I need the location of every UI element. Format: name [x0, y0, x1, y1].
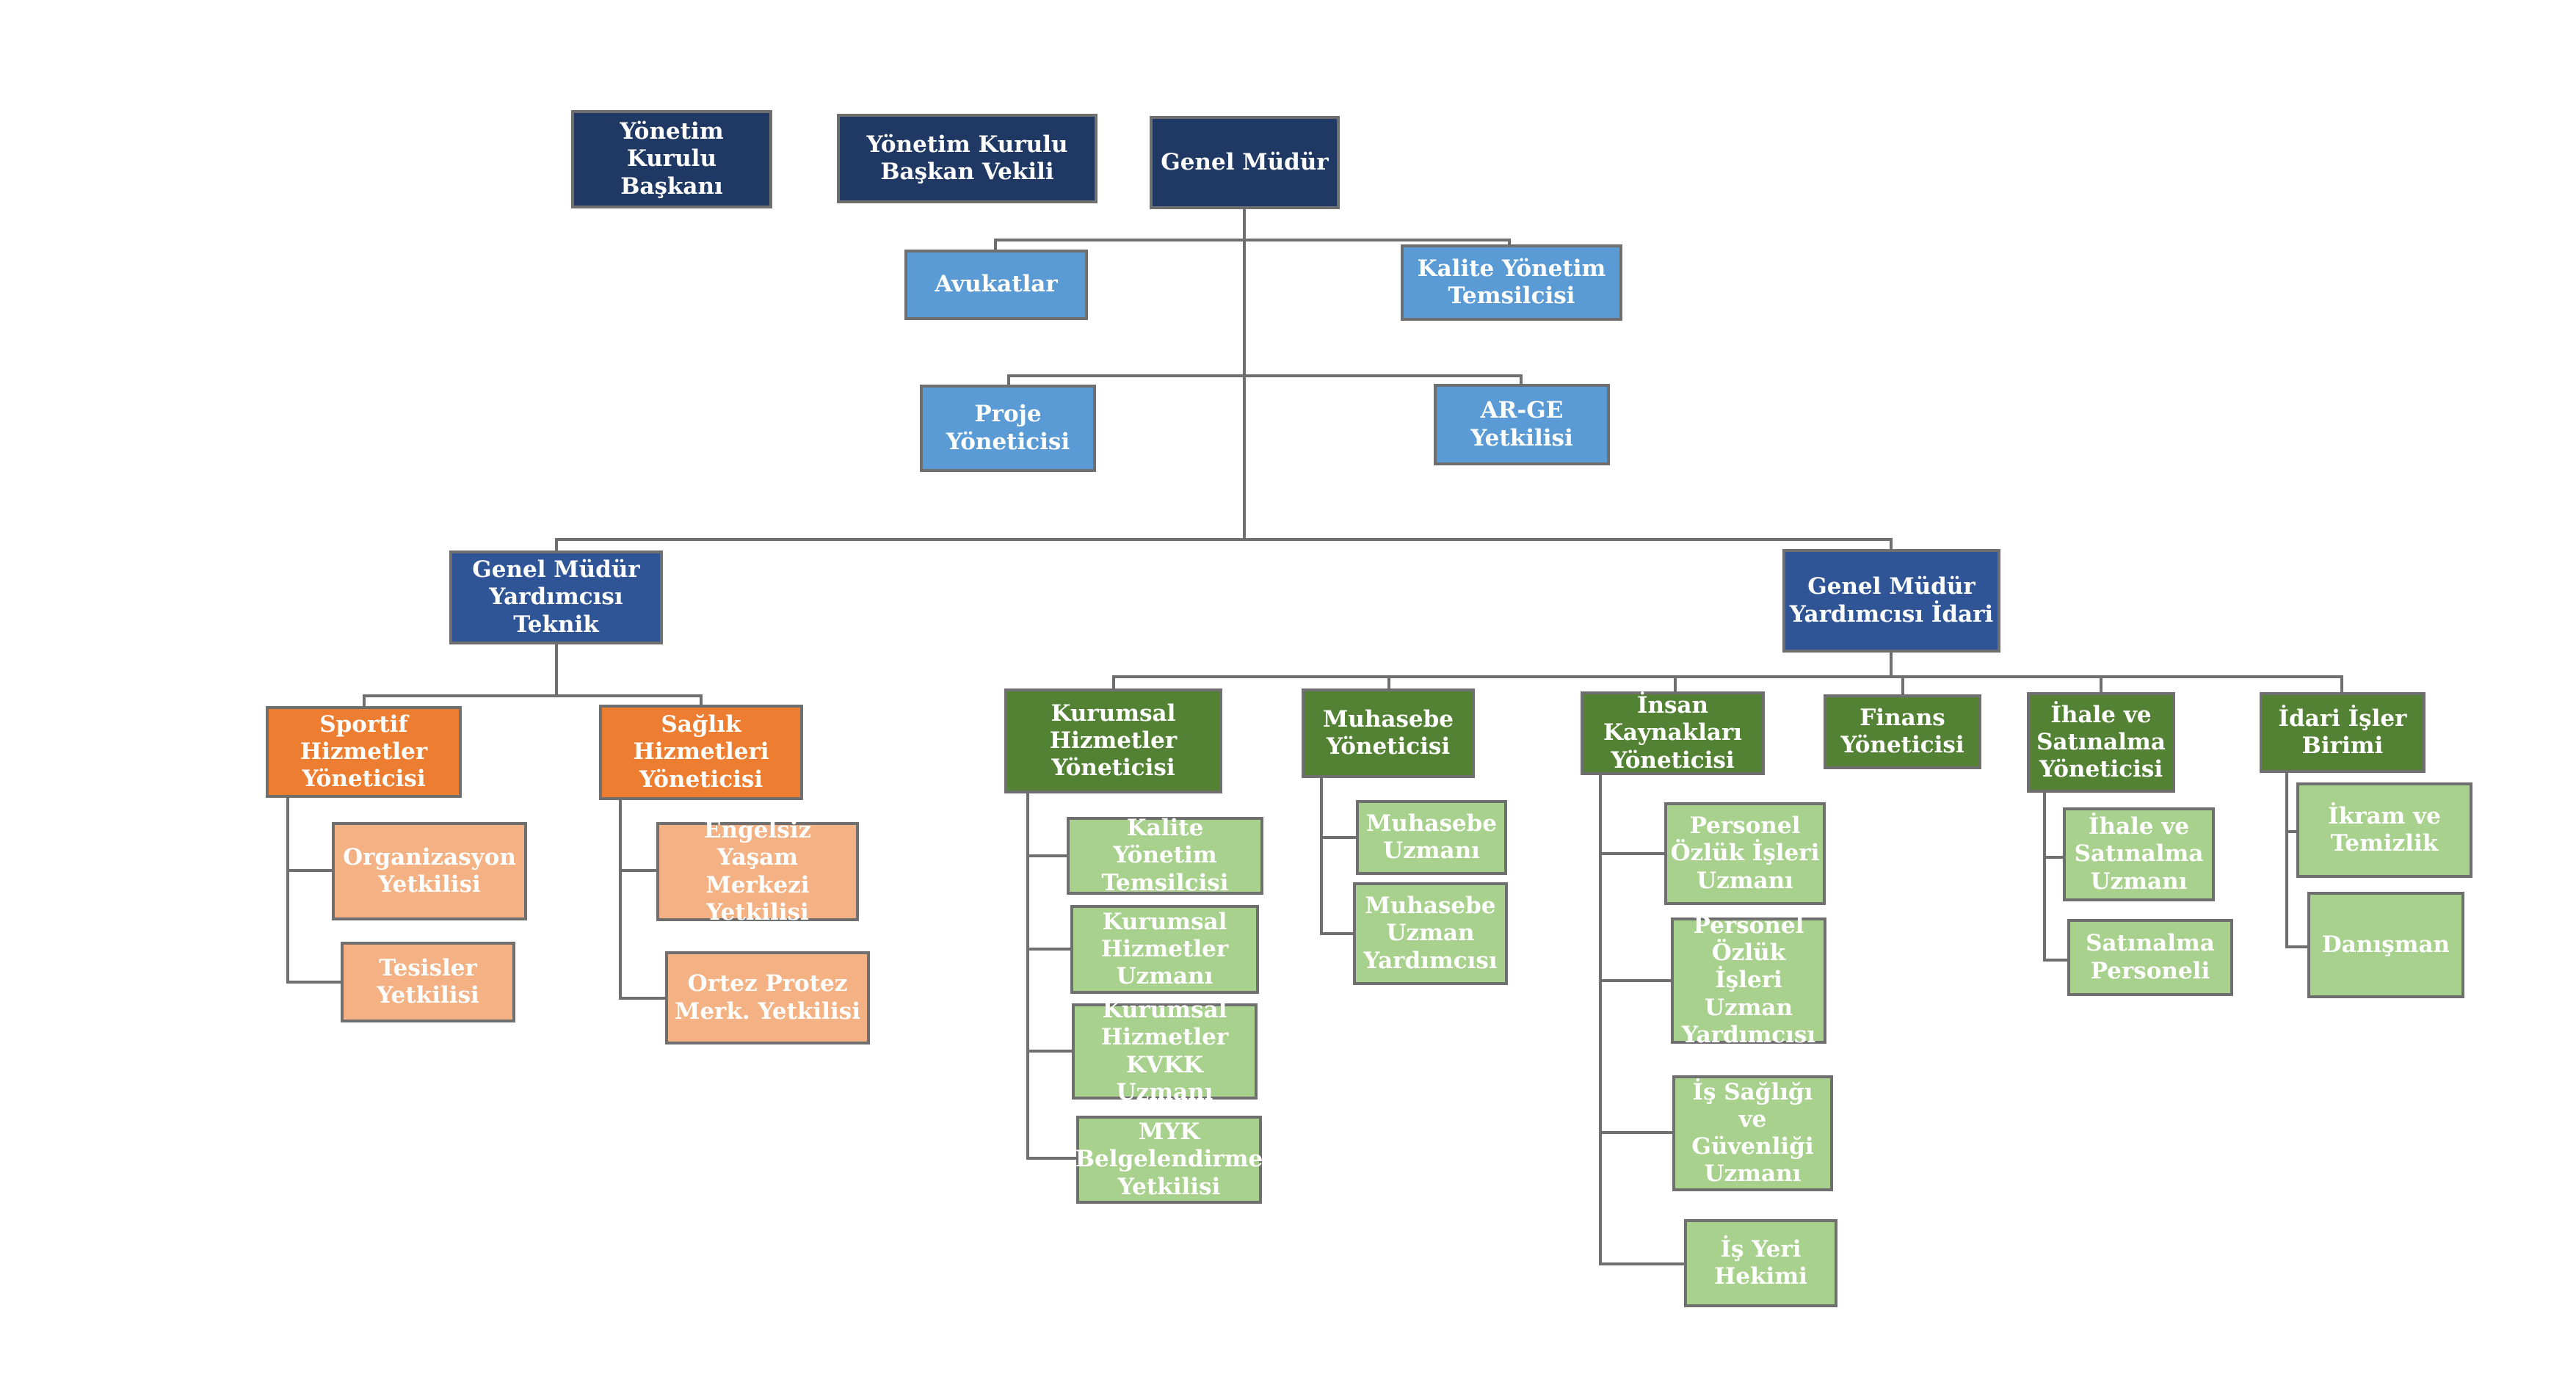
node-kurumsal-hizmetler-uzmani: Kurumsal Hizmetler Uzmanı: [1070, 905, 1259, 994]
connector-deputies: [555, 538, 1893, 552]
node-personel-ozluk-uzman-yardimcisi: Personel Özlük İşleri Uzman Yardımcısı: [1671, 912, 1826, 1048]
node-gmy-idari: Genel Müdür Yardımcısı İdari: [1782, 549, 2000, 653]
node-muhasebe-uzmani: Muhasebe Uzmanı: [1356, 800, 1507, 875]
node-is-yeri-hekimi: İş Yeri Hekimi: [1684, 1219, 1837, 1307]
node-myk-belgelendirme-yetkilisi: MYK Belgelendirme Yetkilisi: [1075, 1116, 1263, 1204]
node-ikram-ve-temizlik: İkram ve Temizlik: [2296, 782, 2472, 878]
node-tesisler-yetkilisi: Tesisler Yetkilisi: [341, 942, 515, 1022]
node-kurumsal-hizmetler-yoneticisi: Kurumsal Hizmetler Yöneticisi: [1004, 688, 1222, 793]
connector-muhasebe: [1320, 777, 1354, 935]
node-arge-yetkilisi: AR-GE Yetkilisi: [1434, 384, 1610, 465]
node-idari-isler-birimi: İdari İşler Birimi: [2260, 692, 2426, 773]
node-kalite-yonetim-temsilcisi: Kalite Yönetim Temsilcisi: [1401, 244, 1622, 321]
node-kalite-yonetim-temsilcisi-2: Kalite Yönetim Temsilcisi: [1067, 815, 1263, 896]
node-sportif-hizmetler-yoneticisi: Sportif Hizmetler Yöneticisi: [266, 706, 462, 798]
node-finans-yoneticisi: Finans Yöneticisi: [1824, 694, 1981, 769]
node-personel-ozluk-uzmani: Personel Özlük İşleri Uzmanı: [1664, 802, 1826, 905]
node-avukatlar: Avukatlar: [904, 250, 1088, 320]
node-ortez-protez-yetkilisi: Ortez Protez Merk. Yetkilisi: [665, 951, 870, 1044]
node-organizasyon-yetkilisi: Organizasyon Yetkilisi: [332, 822, 527, 920]
node-danisman: Danışman: [2307, 892, 2464, 998]
node-insan-kaynaklari-yoneticisi: İnsan Kaynakları Yöneticisi: [1581, 691, 1765, 775]
node-kurumsal-hizmetler-kvkk-uzmani: Kurumsal Hizmetler KVKK Uzmanı: [1072, 997, 1258, 1105]
node-muhasebe-uzman-yardimcisi: Muhasebe Uzman Yardımcısı: [1353, 882, 1508, 985]
node-yonetim-kurulu-baskani: Yönetim Kurulu Başkanı: [571, 110, 772, 208]
node-ihale-satinalma-uzmani: İhale ve Satınalma Uzmanı: [2063, 807, 2215, 901]
node-is-sagligi-guvenligi-uzmani: İş Sağlığı ve Güvenliği Uzmanı: [1672, 1075, 1833, 1191]
node-engelsiz-yasam-merkezi-yetkilisi: Engelsiz Yaşam Merkezi Yetkilisi: [656, 817, 859, 926]
node-yonetim-kurulu-baskan-vekili: Yönetim Kurulu Başkan Vekili: [837, 114, 1097, 203]
node-ihale-satinalma-yoneticisi: İhale ve Satınalma Yöneticisi: [2027, 692, 2175, 793]
node-proje-yoneticisi: Proje Yöneticisi: [920, 385, 1096, 472]
node-saglik-hizmetleri-yoneticisi: Sağlık Hizmetleri Yöneticisi: [599, 705, 803, 800]
node-satinalma-personeli: Satınalma Personeli: [2067, 919, 2233, 996]
node-gmy-teknik: Genel Müdür Yardımcısı Teknik: [449, 550, 663, 644]
node-genel-mudur: Genel Müdür: [1150, 116, 1340, 209]
node-muhasebe-yoneticisi: Muhasebe Yöneticisi: [1302, 688, 1475, 778]
